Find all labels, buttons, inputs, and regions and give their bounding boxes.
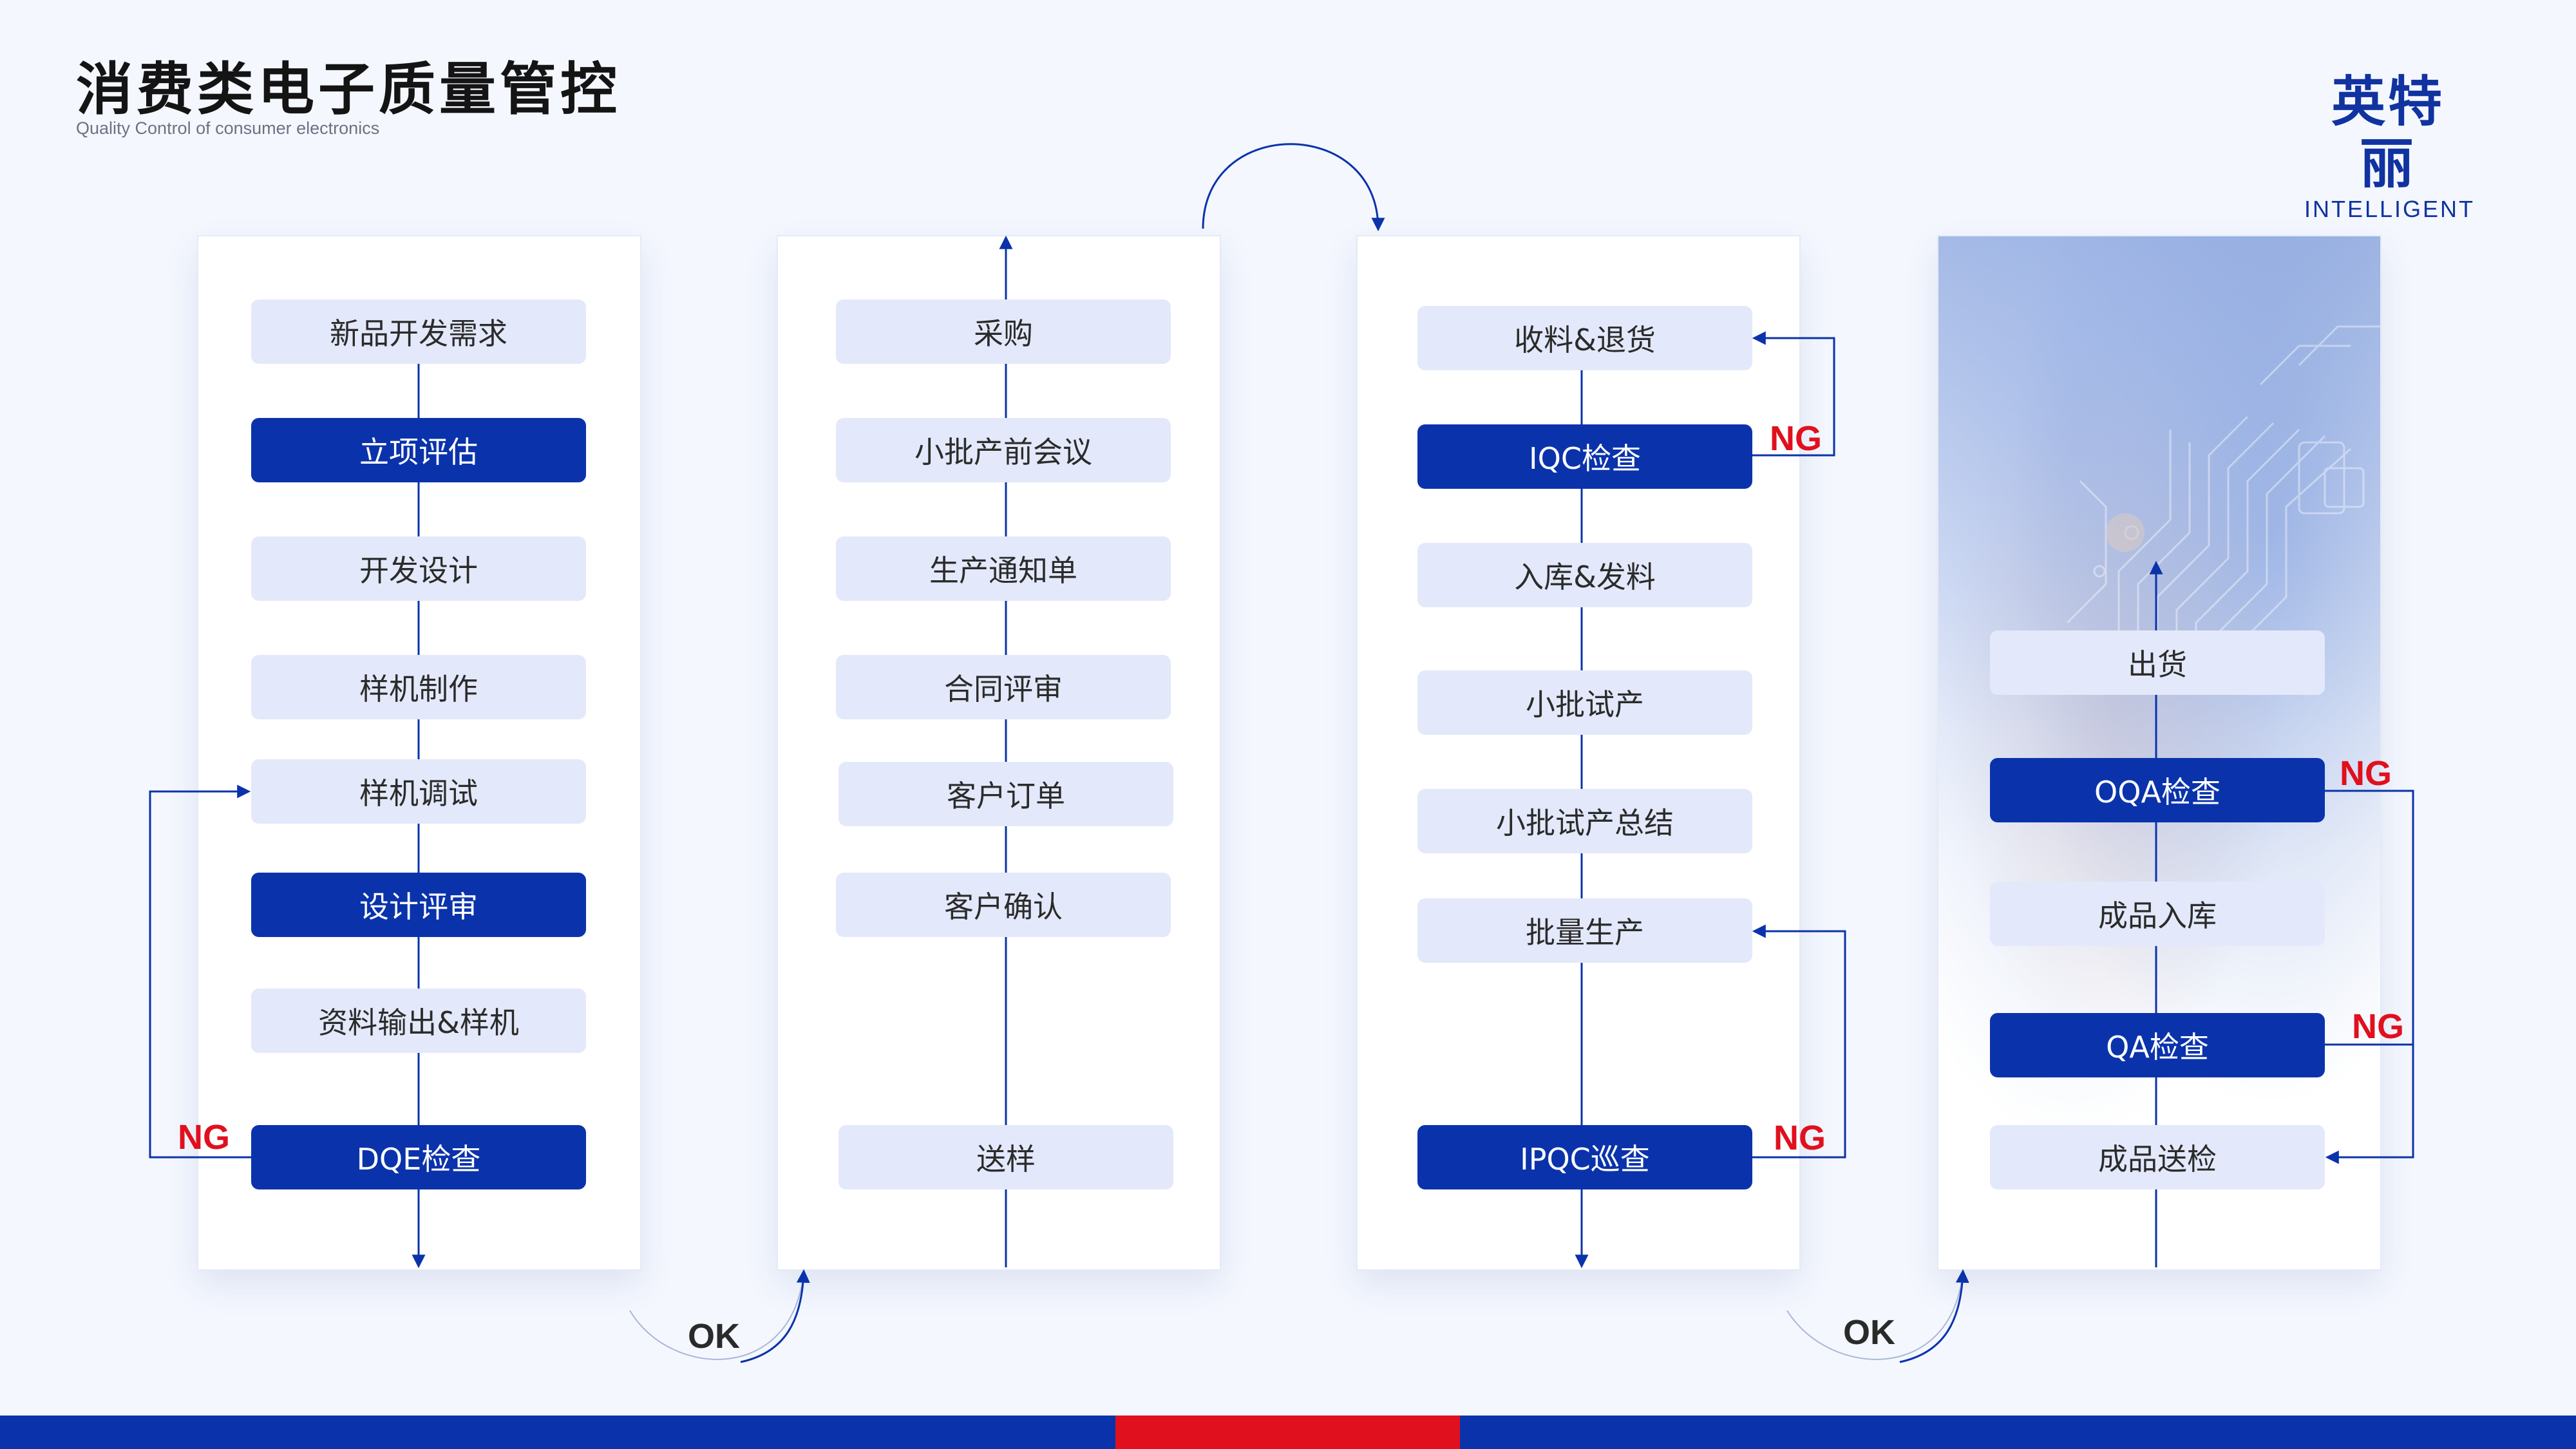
- node-receiving-return: 收料&退货: [1417, 306, 1752, 370]
- node-finished-goods-inspection: 成品送检: [1990, 1125, 2325, 1189]
- node-project-evaluation: 立项评估: [251, 418, 586, 482]
- node-trial-summary: 小批试产总结: [1417, 789, 1752, 853]
- logo-english-text: INTELLIGENT: [2304, 196, 2476, 222]
- node-oqa-check: OQA检查: [1990, 758, 2325, 822]
- node-sample-delivery: 送样: [838, 1125, 1173, 1189]
- ng-label-qa: NG: [2352, 1007, 2404, 1046]
- node-ipqc-patrol: IPQC巡查: [1417, 1125, 1752, 1189]
- node-qa-check: QA检查: [1990, 1013, 2325, 1077]
- node-shipment: 出货: [1990, 630, 2325, 695]
- ng-label-dqe: NG: [178, 1118, 230, 1157]
- node-small-batch-trial: 小批试产: [1417, 670, 1752, 735]
- node-purchasing: 采购: [836, 299, 1171, 364]
- node-iqc-check: IQC检查: [1417, 424, 1752, 489]
- ok-label-left: OK: [688, 1317, 740, 1356]
- ng-label-oqa: NG: [2340, 754, 2392, 793]
- ok-label-right: OK: [1843, 1313, 1895, 1352]
- node-mass-production: 批量生产: [1417, 898, 1752, 963]
- node-dqe-check: DQE检查: [251, 1125, 586, 1189]
- bottom-bar-accent: [1115, 1416, 1460, 1449]
- node-customer-confirmation: 客户确认: [836, 873, 1171, 937]
- page-title: 消费类电子质量管控: [76, 56, 621, 122]
- logo-chinese-text: 英特丽: [2331, 70, 2445, 195]
- panel-sales-purchase: [777, 235, 1221, 1271]
- node-development-design: 开发设计: [251, 536, 586, 601]
- node-warehousing-issuing: 入库&发料: [1417, 543, 1752, 607]
- bottom-bar-right: [1460, 1416, 2576, 1449]
- ng-label-ipqc: NG: [1774, 1119, 1826, 1157]
- node-customer-order: 客户订单: [838, 762, 1173, 826]
- panel-shipping: [1937, 235, 2382, 1271]
- company-logo: 英特丽 INTELLIGENT: [2304, 70, 2476, 223]
- ng-label-iqc: NG: [1770, 419, 1822, 458]
- panel-production: [1356, 235, 1801, 1271]
- node-design-review: 设计评审: [251, 873, 586, 937]
- node-new-product-requirement: 新品开发需求: [251, 299, 586, 364]
- node-data-output-prototype: 资料输出&样机: [251, 989, 586, 1053]
- page-subtitle: Quality Control of consumer electronics: [76, 118, 380, 138]
- node-finished-goods-storage: 成品入库: [1990, 882, 2325, 946]
- node-production-notice: 生产通知单: [836, 536, 1171, 601]
- node-prototype-making: 样机制作: [251, 655, 586, 719]
- node-pre-production-meeting: 小批产前会议: [836, 418, 1171, 482]
- node-contract-review: 合同评审: [836, 655, 1171, 719]
- bottom-bar-left: [0, 1416, 1115, 1449]
- node-prototype-debugging: 样机调试: [251, 759, 586, 824]
